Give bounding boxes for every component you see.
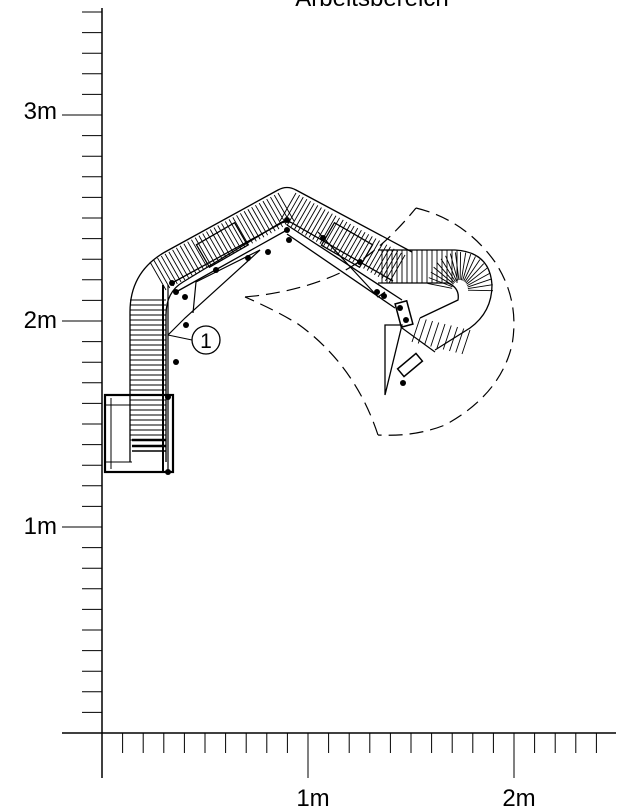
robot-base	[103, 285, 175, 474]
y-label-1m: 1m	[24, 513, 57, 540]
cable-duct	[129, 186, 413, 462]
diagram-title: Arbeitsbereich	[295, 0, 448, 12]
x-label-1m: 1m	[296, 785, 329, 812]
y-axis-ticks	[62, 11, 102, 734]
callout-marker: 1	[167, 325, 221, 355]
callout-number: 1	[200, 330, 212, 353]
x-axis-ticks	[122, 733, 597, 778]
arm-links	[167, 219, 436, 396]
y-label-2m: 2m	[24, 307, 57, 334]
joint-points	[165, 217, 409, 475]
y-label-3m: 3m	[24, 98, 57, 125]
x-label-2m: 2m	[502, 785, 535, 812]
flex-tube	[378, 249, 494, 355]
working-range-boundary	[244, 207, 515, 436]
